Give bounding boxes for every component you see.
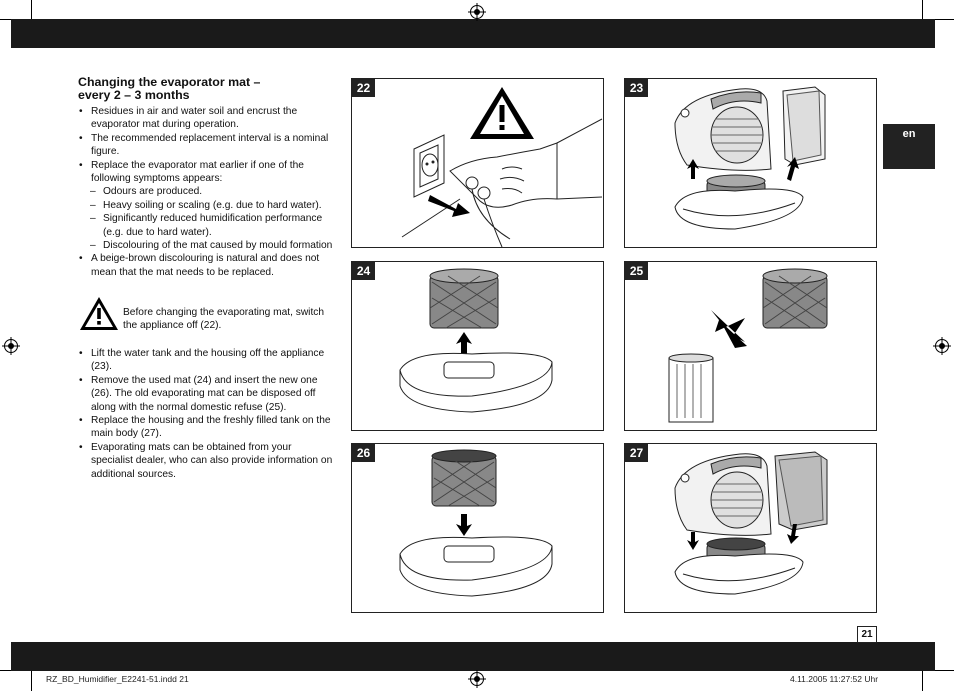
figure-number: 26 (352, 444, 375, 462)
instructions-column: Changing the evaporator mat – every 2 – … (78, 76, 334, 279)
footer-bar (11, 642, 935, 671)
footer-timestamp: 4.11.2005 11:27:52 Uhr (790, 674, 879, 684)
crop-mark (935, 19, 954, 20)
list-item: Evaporating mats can be obtained from yo… (78, 441, 334, 481)
warning-triangle-icon (80, 297, 118, 330)
steps-list: Lift the water tank and the housing off … (78, 347, 334, 481)
lift-housing-illustration (674, 86, 826, 230)
list-item: The recommended replacement interval is … (78, 132, 334, 159)
reassemble-illustration (674, 451, 828, 595)
crop-mark (935, 670, 954, 671)
unplug-illustration (401, 87, 603, 247)
registration-mark-icon (933, 337, 951, 355)
header-bar (11, 19, 935, 48)
figure-25: 25 (624, 261, 877, 431)
list-item: Replace the evaporator mat earlier if on… (78, 159, 334, 186)
symptom-item: Discolouring of the mat caused by mould … (78, 239, 334, 253)
footer-filename: RZ_BD_Humidifier_E2241-51.indd 21 (46, 674, 189, 684)
figure-number: 27 (625, 444, 648, 462)
crop-mark (0, 19, 11, 20)
warning-text: Before changing the evaporating mat, swi… (123, 307, 325, 332)
figure-22: 22 (351, 78, 604, 248)
heading-line-1: Changing the evaporator mat – (78, 75, 261, 89)
bullet-list: Residues in air and water soil and encru… (78, 105, 334, 279)
crop-mark (31, 671, 32, 691)
figure-number: 25 (625, 262, 648, 280)
section-heading: Changing the evaporator mat – every 2 – … (78, 76, 334, 102)
list-item: Residues in air and water soil and encru… (78, 105, 334, 132)
list-item: Replace the housing and the freshly fill… (78, 414, 334, 441)
warning-box: Before changing the evaporating mat, swi… (78, 295, 334, 335)
remove-mat-illustration (399, 268, 553, 413)
figure-number: 24 (352, 262, 375, 280)
heading-line-2: every 2 – 3 months (78, 88, 190, 102)
list-item: A beige-brown discolouring is natural an… (78, 252, 334, 279)
figure-24: 24 (351, 261, 604, 431)
page-number: 21 (857, 626, 877, 643)
crop-mark (0, 670, 11, 671)
figure-number: 23 (625, 79, 648, 97)
crop-mark (31, 0, 32, 19)
crop-mark (922, 671, 923, 691)
figure-26: 26 (351, 443, 604, 613)
figure-23: 23 (624, 78, 877, 248)
list-item: Remove the used mat (24) and insert the … (78, 374, 334, 414)
symptom-item: Significantly reduced humidification per… (78, 212, 334, 239)
registration-mark-icon (468, 670, 486, 688)
symptom-item: Heavy soiling or scaling (e.g. due to ha… (78, 199, 334, 213)
crop-mark (922, 0, 923, 19)
registration-mark-icon (468, 3, 486, 21)
figure-number: 22 (352, 79, 375, 97)
figure-27: 27 (624, 443, 877, 613)
list-item: Lift the water tank and the housing off … (78, 347, 334, 374)
registration-mark-icon (2, 337, 20, 355)
insert-mat-illustration (399, 449, 553, 597)
language-tab: en (883, 124, 935, 169)
symptom-item: Odours are produced. (78, 185, 334, 199)
dispose-mat-illustration (668, 268, 828, 423)
